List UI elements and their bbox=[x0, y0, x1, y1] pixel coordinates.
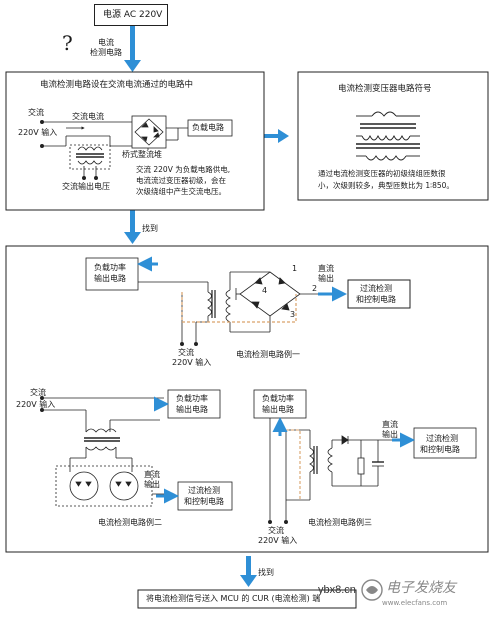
example-2-circuit bbox=[40, 389, 233, 511]
ex3-ctrl-label-2: 和控制电路 bbox=[420, 445, 460, 454]
elecfans-logo bbox=[361, 579, 383, 601]
bridge-label: 桥式整流堆 bbox=[122, 150, 162, 159]
ex3-ac-label-1: 交流 bbox=[268, 526, 284, 535]
ex1-node-3: 3 bbox=[290, 310, 296, 319]
panel-b-title: 电流检测变压器电路符号 bbox=[338, 84, 432, 94]
source-box: 电源 AC 220V bbox=[94, 4, 168, 26]
watermark-site: ybx8.cn bbox=[318, 584, 356, 596]
panel-c-frame bbox=[5, 245, 489, 553]
question-label-2: 检测电路 bbox=[90, 48, 122, 57]
flow-arrow-top bbox=[124, 24, 141, 72]
flow-arrow-find-1 bbox=[124, 210, 141, 244]
ac-current-label: 交流电流 bbox=[72, 112, 104, 121]
ex1-dc-label-2: 输出 bbox=[318, 274, 334, 283]
ex3-dc-label-2: 输出 bbox=[382, 430, 398, 439]
flow-arrow-right bbox=[264, 129, 289, 143]
ac-input-label-1: 交流 bbox=[28, 108, 44, 117]
ex1-ac-label-1: 交流 bbox=[178, 348, 194, 357]
find-label-1: 找到 bbox=[142, 224, 158, 233]
example-1-circuit bbox=[85, 257, 345, 346]
ex3-load-label-2: 输出电路 bbox=[262, 405, 294, 414]
ex2-load-label-2: 输出电路 bbox=[176, 405, 208, 414]
bottom-box bbox=[137, 589, 357, 609]
ex1-ctrl-label-2: 和控制电路 bbox=[356, 295, 396, 304]
ex2-caption: 电流检测电路例二 bbox=[98, 518, 162, 527]
example-3-current-path bbox=[286, 429, 301, 500]
ex3-ctrl-label-1: 过流检测 bbox=[426, 434, 458, 443]
ex3-load-label-1: 负载功率 bbox=[262, 394, 294, 403]
flow-arrow-find-2 bbox=[240, 556, 257, 587]
ex2-ac-label-1: 交流 bbox=[30, 388, 46, 397]
ex1-node-1: 1 bbox=[292, 264, 298, 273]
example-1-ctrl-box bbox=[347, 279, 411, 309]
ex1-load-label-1: 负载功率 bbox=[94, 263, 126, 272]
ex3-dc-label-1: 直流 bbox=[382, 420, 398, 429]
ex1-ac-label-2: 220V 输入 bbox=[172, 358, 212, 367]
question-label-1: 电流 bbox=[98, 38, 114, 47]
load-circuit-label: 负载电路 bbox=[192, 123, 224, 132]
source-label: 电源 AC 220V bbox=[103, 10, 163, 20]
panel-b-note-2: 小，次级则较多，典型匝数比为 1∶850。 bbox=[318, 181, 454, 190]
panel-a-title: 电流检测电路设在交流电流通过的电路中 bbox=[40, 80, 194, 90]
ex3-ac-label-2: 220V 输入 bbox=[258, 536, 298, 545]
ex3-caption: 电流检测电路例三 bbox=[308, 518, 372, 527]
panel-b-frame bbox=[297, 71, 489, 201]
panel-a-note-2: 电流流过变压器初级，会在 bbox=[136, 176, 226, 185]
panel-a-note-3: 次级绕组中产生交流电压。 bbox=[136, 187, 226, 196]
watermark-brand: 电子发烧友 bbox=[386, 580, 456, 596]
ex1-node-4: 4 bbox=[262, 286, 268, 295]
panel-a-frame bbox=[5, 71, 265, 211]
ex2-dc-label-1: 直流 bbox=[144, 470, 160, 479]
ex1-caption: 电流检测电路例一 bbox=[236, 350, 300, 359]
watermark-url: www.elecfans.com bbox=[382, 599, 448, 607]
panel-b-note-1: 通过电流检测变压器的初级绕组匝数很 bbox=[318, 169, 446, 178]
ac-output-label: 交流输出电压 bbox=[62, 182, 110, 191]
panel-a-circuit bbox=[40, 115, 233, 180]
ex2-load-label-1: 负载功率 bbox=[176, 394, 208, 403]
ex2-dc-label-2: 输出 bbox=[144, 480, 160, 489]
ex2-ac-label-2: 220V 输入 bbox=[16, 400, 56, 409]
ex1-dc-label-1: 直流 bbox=[318, 264, 334, 273]
ex2-ctrl-label-2: 和控制电路 bbox=[184, 497, 224, 506]
transformer-symbol bbox=[356, 111, 420, 161]
example-1-current-path bbox=[181, 292, 297, 323]
question-mark-icon: ? bbox=[62, 31, 73, 55]
ac-input-label-2: 220V 输入 bbox=[18, 128, 58, 137]
ex1-ctrl-label-1: 过流检测 bbox=[360, 284, 392, 293]
ex1-load-label-2: 输出电路 bbox=[94, 274, 126, 283]
find-label-2: 找到 bbox=[258, 568, 274, 577]
bottom-text: 将电流检测信号送入 MCU 的 CUR (电流检测) 端 bbox=[146, 594, 321, 603]
ex1-node-2: 2 bbox=[312, 284, 318, 293]
panel-a-note-1: 交流 220V 为负载电路供电, bbox=[136, 165, 231, 174]
ex2-ctrl-label-1: 过流检测 bbox=[188, 486, 220, 495]
